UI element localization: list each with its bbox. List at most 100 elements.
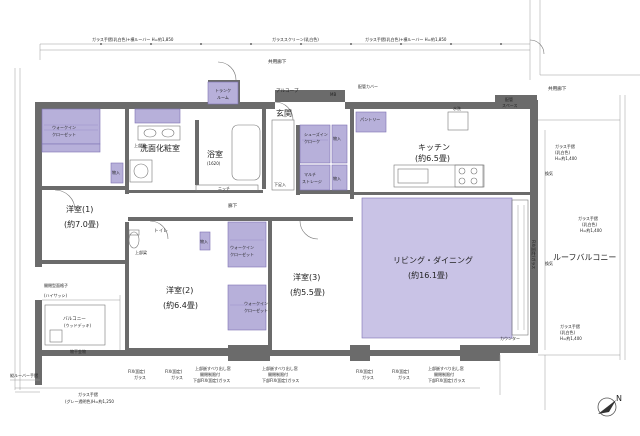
high-sash: (ハイサッシ): [44, 293, 67, 298]
window-labels: FIX(固定) ガラス FIX(固定) ガラス 上部嵌すべり出し窓 開閉制限付 …: [128, 240, 537, 383]
storage-hatching: [44, 124, 328, 306]
storage-mono3: 物入: [200, 238, 208, 244]
glass-right1-c: H=約1,400: [555, 155, 577, 161]
trunk-line2: ルーム: [217, 95, 229, 100]
kitchen-label: キッチン: [418, 143, 450, 152]
fix-right: FIX(固定)ガラス: [531, 240, 537, 269]
ldk-area: (約16.1畳): [408, 270, 448, 280]
balcony-label: バルコニー: [63, 316, 86, 322]
alcove-label: アルコーブ: [276, 87, 299, 94]
roof-balcony-label: ルーフバルコニー: [553, 253, 616, 262]
glass-right1-b: (乳白色): [555, 149, 571, 155]
room3-area: (約5.5畳): [290, 287, 325, 297]
room2-area: (約6.4畳): [163, 300, 198, 310]
vent-1: 換気: [545, 170, 553, 176]
fix1-a: FIX(固定): [128, 368, 146, 374]
room1-label: 洋室(1): [66, 204, 93, 214]
ldk-floor: [361, 197, 513, 339]
storage-labels: ウォークイン クローゼット ウォークイン クローゼット ウォークイン クローゼッ…: [52, 87, 380, 313]
wic-3: [227, 284, 267, 331]
shoe-line2: クローク: [304, 138, 320, 144]
compass: N: [597, 394, 622, 417]
walls: [35, 80, 538, 385]
wic2-line2: クローゼット: [230, 251, 254, 257]
fix7-a: 上部嵌すべり出し窓: [428, 365, 464, 371]
mb-label: MB: [330, 92, 336, 97]
room3-label: 洋室(3): [293, 272, 320, 282]
kutsu-label: 下足入: [274, 182, 286, 187]
glass-screen-top: ガラススクリーン(乳白色): [272, 36, 319, 42]
fix3-a: 上部嵌すべり出し窓: [195, 365, 231, 371]
multi-storage: [299, 164, 331, 191]
bath-size: (1620): [207, 161, 221, 166]
wic-1: [41, 108, 101, 145]
corridor-label: 廊下: [228, 202, 238, 209]
beam-b: 上部梁: [134, 142, 146, 148]
glass-bottom-1: ガラス手摺: [78, 391, 98, 397]
multi-line1: マルチ: [304, 172, 316, 177]
storage-areas: [41, 81, 513, 339]
ldk-label: リビング・ダイニング: [393, 255, 473, 265]
glass-bottom-2: (グレー透明色)H=約1,250: [65, 398, 114, 404]
fix2-a: FIX(固定): [165, 368, 183, 374]
clothes-pole: 物干金物: [70, 348, 86, 354]
glass-right3-b: (乳白色): [560, 329, 576, 335]
top-railing-ticks: [100, 43, 502, 45]
genkan-label: 玄関: [276, 108, 292, 118]
room1-area: (約7.0畳): [64, 219, 99, 229]
fix5-b: ガラス: [362, 374, 374, 380]
fix7-b: 開閉制限付: [434, 371, 454, 377]
fix4-b: 開閉制限付: [268, 371, 288, 377]
kitchen-area: (約6.5畳): [415, 153, 450, 163]
fix1-b: ガラス: [134, 374, 146, 380]
glass-right1-a: ガラス手摺: [555, 143, 575, 149]
pipe-cover-label: 配管カバー: [358, 83, 378, 89]
pipe-space-line1: 配管: [505, 96, 513, 102]
trunk-line1: トランク: [215, 87, 231, 93]
storage-mono1: 物入: [333, 135, 341, 141]
trunk-room: [207, 81, 239, 105]
wic1-line1: ウォークイン: [52, 124, 76, 130]
fix4-a: 上部嵌すべり出し窓: [262, 365, 298, 371]
glass-railing-top-1: ガラス手摺(乳白色)+横ルーバー H=約1,850: [92, 36, 174, 42]
wic1-line2: クローゼット: [52, 131, 76, 137]
common-corridor-right: 共用廊下: [548, 85, 567, 92]
faucet-label: 水洗: [453, 105, 461, 111]
niche-label: ニッチ: [218, 186, 230, 191]
glass-right2-c: H=約1,400: [580, 227, 602, 233]
toilet-label: トイレ: [154, 229, 168, 234]
vanity-storage: [134, 108, 181, 124]
glass-right2-a: ガラス手摺: [578, 215, 598, 221]
wic3-line1: ウォークイン: [244, 300, 268, 306]
common-corridor-top: 共用廊下: [268, 58, 287, 65]
wic-2: [227, 221, 267, 268]
beam-a: 上部梁: [135, 249, 147, 255]
vent-2: 換気: [545, 260, 553, 266]
compass-north-label: N: [616, 394, 622, 403]
fix4-c: 下部FIX(固定)ガラス: [262, 377, 299, 383]
glass-right2-b: (乳白色): [582, 221, 598, 227]
washroom-label: 洗面化粧室: [140, 143, 180, 153]
louver-bottom: 縦ルーバー手摺: [10, 372, 38, 378]
room2-label: 洋室(2): [166, 285, 193, 295]
fix3-c: 下部FIX(固定)ガラス: [193, 377, 230, 383]
openable-grille: 開閉型面格子: [44, 282, 68, 288]
wic3-line2: クローゼット: [244, 307, 268, 313]
bath-label: 浴室: [207, 149, 223, 159]
fix6-a: FIX(固定): [392, 368, 410, 374]
pipe-space-line2: スペース: [502, 102, 518, 108]
exterior-labels: アルコーブ MB 配管カバー 配管 スペース ガラス手摺 (乳白色) H=約1,…: [10, 83, 602, 404]
pantry-label: パントリー: [360, 117, 380, 122]
fix6-b: ガラス: [398, 374, 410, 380]
fixtures: [10, 39, 626, 410]
wic2-line1: ウォークイン: [230, 244, 254, 250]
multi-line2: ストレージ: [302, 179, 322, 184]
glass-railing-top-3: ガラス手摺(乳白色)+横ルーバー H=約1,850: [365, 36, 447, 42]
fix2-b: ガラス: [171, 374, 183, 380]
balcony-sub-label: (ウッドデッキ): [64, 322, 92, 328]
fix5-a: FIX(固定): [356, 368, 374, 374]
counter-label: カウンター: [500, 335, 520, 341]
shoe-closet: [299, 124, 331, 164]
room-labels: キッチン (約6.5畳) リビング・ダイニング (約16.1畳) 洋室(1) (…: [63, 108, 616, 328]
